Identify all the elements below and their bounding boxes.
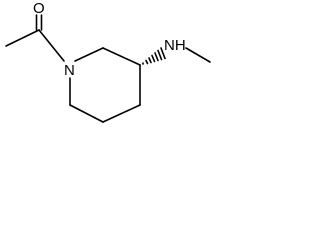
ring-c4-to-c5-bond — [102, 104, 141, 123]
ring-c5-to-c6-bond — [69, 104, 104, 123]
stereo-hashed-bond — [142, 47, 166, 65]
carbonyl-to-ring-n-bond — [38, 29, 65, 62]
ring-n-to-c2-bond — [74, 47, 104, 62]
ring-c2-to-c3-bond — [102, 47, 141, 66]
ring-nitrogen-atom-label: N — [64, 62, 75, 79]
oxygen-atom-label: O — [33, 0, 45, 17]
methyl-to-carbonyl-bond — [5, 29, 40, 47]
amine-atom-label: NH — [164, 37, 186, 54]
structure-diagram: O N NH — [5, 0, 211, 123]
amine-to-methyl-bond — [185, 47, 211, 63]
